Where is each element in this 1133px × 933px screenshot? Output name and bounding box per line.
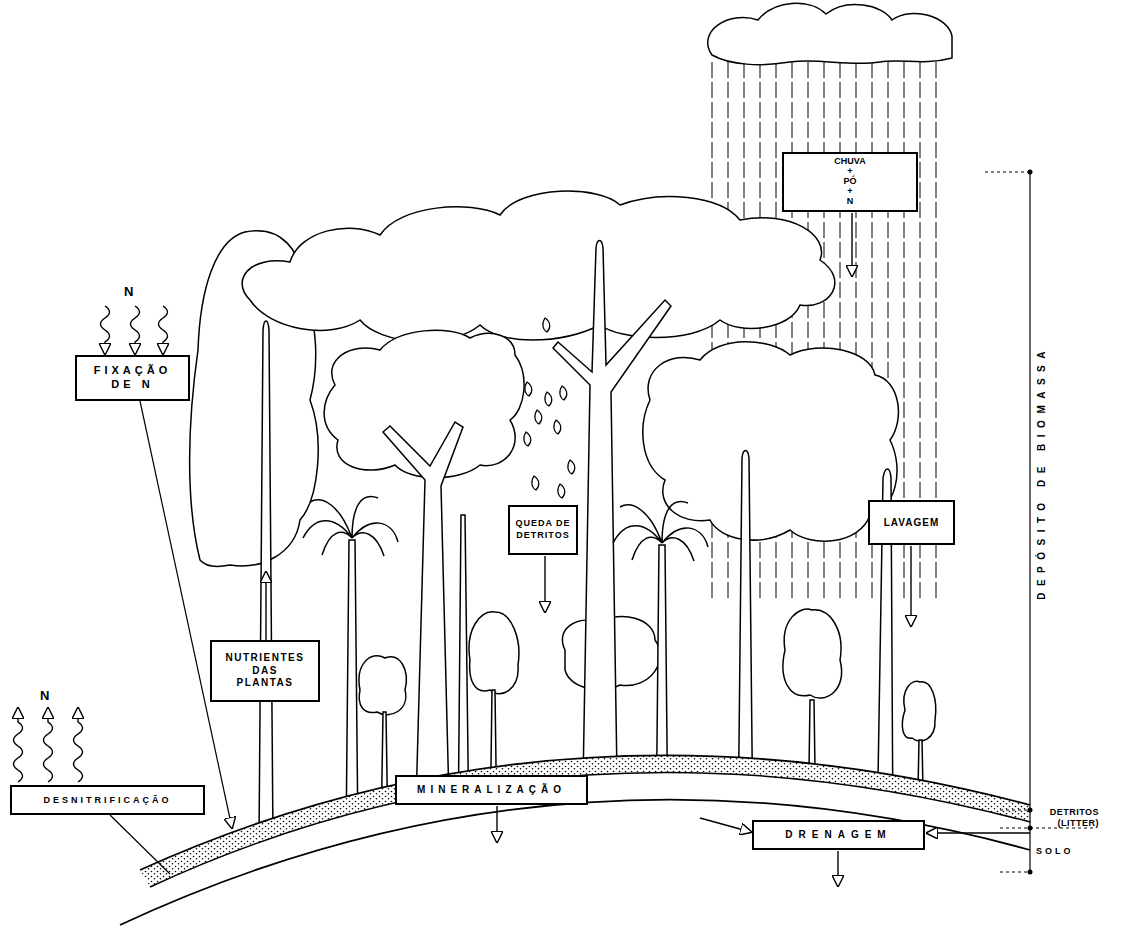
tree-canopy	[359, 656, 406, 715]
tree-canopy	[783, 609, 842, 698]
axis-label: DEPÓSITO DE BIOMASSA	[1036, 345, 1048, 600]
nitrogen-label: N	[124, 284, 133, 300]
layer-label: SOLO	[1036, 846, 1074, 857]
tree-canopy	[469, 612, 519, 694]
palm-fronds	[613, 502, 708, 561]
box-label: CHUVA + PÓ + N	[830, 157, 870, 206]
tree-canopy	[643, 342, 899, 541]
rain-cloud	[708, 3, 952, 64]
ground-fill	[100, 755, 1133, 933]
process-box: LAVAGEM	[868, 500, 955, 545]
scale-ticks	[985, 172, 1095, 872]
litter-bottom	[150, 772, 1030, 887]
process-box: NUTRIENTES DAS PLANTAS	[210, 640, 320, 702]
box-label: DRENAGEM	[785, 829, 891, 841]
tree-canopy	[324, 330, 524, 477]
box-label: LAVAGEM	[884, 517, 940, 529]
scale-line	[1029, 172, 1030, 872]
nitrogen-input-arrow	[159, 306, 168, 354]
flow-arrow	[851, 213, 852, 276]
tree-canopy	[242, 191, 835, 341]
flow-arrow	[910, 546, 911, 626]
nitrogen-output-arrow	[44, 708, 53, 782]
falling-leaves	[524, 318, 575, 498]
flow-arrow	[496, 806, 497, 842]
flow-arrow	[700, 818, 751, 832]
box-label: NUTRIENTES DAS PLANTAS	[215, 652, 315, 690]
process-box: MINERALIZAÇÃO	[395, 775, 588, 805]
scale-dot	[1028, 870, 1033, 875]
box-label: QUEDA DE DETRITOS	[511, 518, 575, 541]
process-box: QUEDA DE DETRITOS	[508, 505, 578, 555]
nitrogen-label: N	[40, 688, 49, 704]
tree-canopy	[902, 681, 935, 741]
leader-line	[110, 815, 170, 874]
leader-line	[140, 401, 232, 828]
scale-dot	[1028, 170, 1033, 175]
input-box: CHUVA + PÓ + N	[782, 152, 918, 212]
box-label: FIXAÇÃO DE N	[83, 364, 183, 392]
box-label: DESNITRIFICAÇÃO	[44, 795, 172, 806]
nitrogen-input-arrow	[101, 306, 110, 354]
flow-arrow	[837, 851, 838, 886]
flow-arrow	[544, 556, 545, 612]
box-label: MINERALIZAÇÃO	[417, 784, 566, 796]
scale-dot	[1028, 826, 1033, 831]
layer-label: DETRITOS (LITTER)	[1033, 807, 1099, 829]
litter-layer	[140, 755, 1030, 887]
nitrogen-output-arrow	[14, 708, 23, 782]
nitrogen-input-arrow	[131, 306, 140, 354]
process-box: DRENAGEM	[752, 820, 925, 850]
tree-trunk	[259, 321, 273, 840]
flow-arrow	[265, 572, 266, 640]
soil-bottom	[120, 800, 1030, 925]
flow-arrow	[927, 832, 1030, 833]
ground-surface	[140, 755, 1030, 870]
scale-dot	[1028, 808, 1033, 813]
nitrogen-output-arrow	[74, 708, 83, 782]
palm-fronds	[303, 497, 398, 556]
output-box: DESNITRIFICAÇÃO	[10, 785, 205, 815]
process-box: FIXAÇÃO DE N	[75, 355, 190, 401]
